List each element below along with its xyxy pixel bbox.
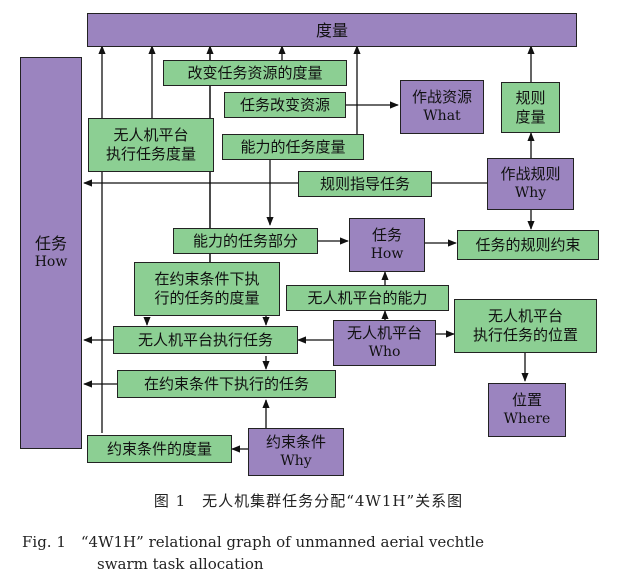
constraint-why-line2: Why [280, 453, 312, 469]
constraint-why-box: 约束条件 Why [248, 428, 344, 476]
uav-exec-location-line1: 无人机平台 [487, 307, 563, 325]
uav-exec-measure-box: 无人机平台 执行任务度量 [88, 118, 214, 172]
task-rule-constraint-label: 任务的规则约束 [475, 235, 581, 254]
constraint-measure-label: 约束条件的度量 [106, 439, 212, 458]
constrained-exec-measure-line2: 行的任务的度量 [154, 289, 260, 307]
task-how-line2: How [34, 254, 68, 270]
location-where-line1: 位置 [511, 391, 542, 409]
combat-rule-box: 作战规则 Why [487, 158, 574, 210]
caption-en-line2: swarm task allocation [97, 555, 264, 573]
constrained-exec-task-label: 在约束条件下执行的任务 [143, 374, 309, 393]
uav-exec-measure-line1: 无人机平台 [113, 126, 189, 144]
task-how-box: 任务 How [20, 57, 82, 449]
uav-who-line2: Who [368, 344, 401, 360]
uav-capability-label: 无人机平台的能力 [307, 288, 428, 307]
uav-exec-task-box: 无人机平台执行任务 [113, 326, 298, 354]
rule-measure-line1: 规则 [515, 88, 546, 107]
change-resource-measure-box: 改变任务资源的度量 [163, 60, 347, 86]
measure-label: 度量 [315, 20, 348, 40]
task-how-center-line1: 任务 [371, 226, 402, 244]
combat-rule-line1: 作战规则 [500, 165, 561, 183]
location-where-box: 位置 Where [488, 383, 566, 437]
uav-exec-location-line2: 执行任务的位置 [472, 326, 578, 344]
rule-guide-task-label: 规则指导任务 [319, 174, 410, 193]
task-rule-constraint-box: 任务的规则约束 [457, 230, 599, 260]
task-change-resource-label: 任务改变资源 [239, 95, 330, 114]
constrained-exec-measure-line1: 在约束条件下执 [154, 270, 260, 288]
constrained-exec-measure-box: 在约束条件下执 行的任务的度量 [134, 262, 280, 316]
constraint-why-line1: 约束条件 [265, 433, 326, 451]
caption-zh: 图 1 无人机集群任务分配“4W1H”关系图 [153, 492, 464, 510]
combat-resource-line2: What [423, 108, 461, 124]
uav-exec-location-box: 无人机平台 执行任务的位置 [454, 299, 597, 353]
task-how-line1: 任务 [34, 234, 67, 253]
rule-measure-box: 规则 度量 [501, 82, 560, 133]
uav-who-line1: 无人机平台 [346, 324, 422, 342]
capability-task-part-label: 能力的任务部分 [192, 231, 298, 250]
uav-exec-task-label: 无人机平台执行任务 [137, 330, 273, 349]
combat-resource-box: 作战资源 What [400, 80, 484, 134]
change-resource-measure-label: 改变任务资源的度量 [187, 63, 323, 82]
capability-task-part-box: 能力的任务部分 [173, 228, 318, 254]
capability-task-measure-box: 能力的任务度量 [222, 134, 364, 160]
measure-box: 度量 [87, 13, 577, 47]
capability-task-measure-label: 能力的任务度量 [240, 137, 346, 156]
uav-who-box: 无人机平台 Who [333, 320, 436, 366]
location-where-line2: Where [503, 411, 551, 427]
combat-resource-line1: 作战资源 [411, 88, 472, 106]
combat-rule-line2: Why [514, 185, 547, 201]
constrained-exec-task-box: 在约束条件下执行的任务 [117, 370, 336, 398]
uav-capability-box: 无人机平台的能力 [286, 285, 449, 311]
uav-exec-measure-line2: 执行任务度量 [105, 145, 196, 163]
task-how-center-line2: How [370, 246, 404, 262]
rule-measure-line2: 度量 [515, 107, 546, 126]
task-change-resource-box: 任务改变资源 [224, 92, 346, 118]
rule-guide-task-box: 规则指导任务 [298, 171, 432, 197]
task-how-center-box: 任务 How [349, 218, 425, 272]
caption-en-line1: Fig. 1 “4W1H” relational graph of unmann… [22, 533, 484, 551]
constraint-measure-box: 约束条件的度量 [87, 435, 232, 463]
